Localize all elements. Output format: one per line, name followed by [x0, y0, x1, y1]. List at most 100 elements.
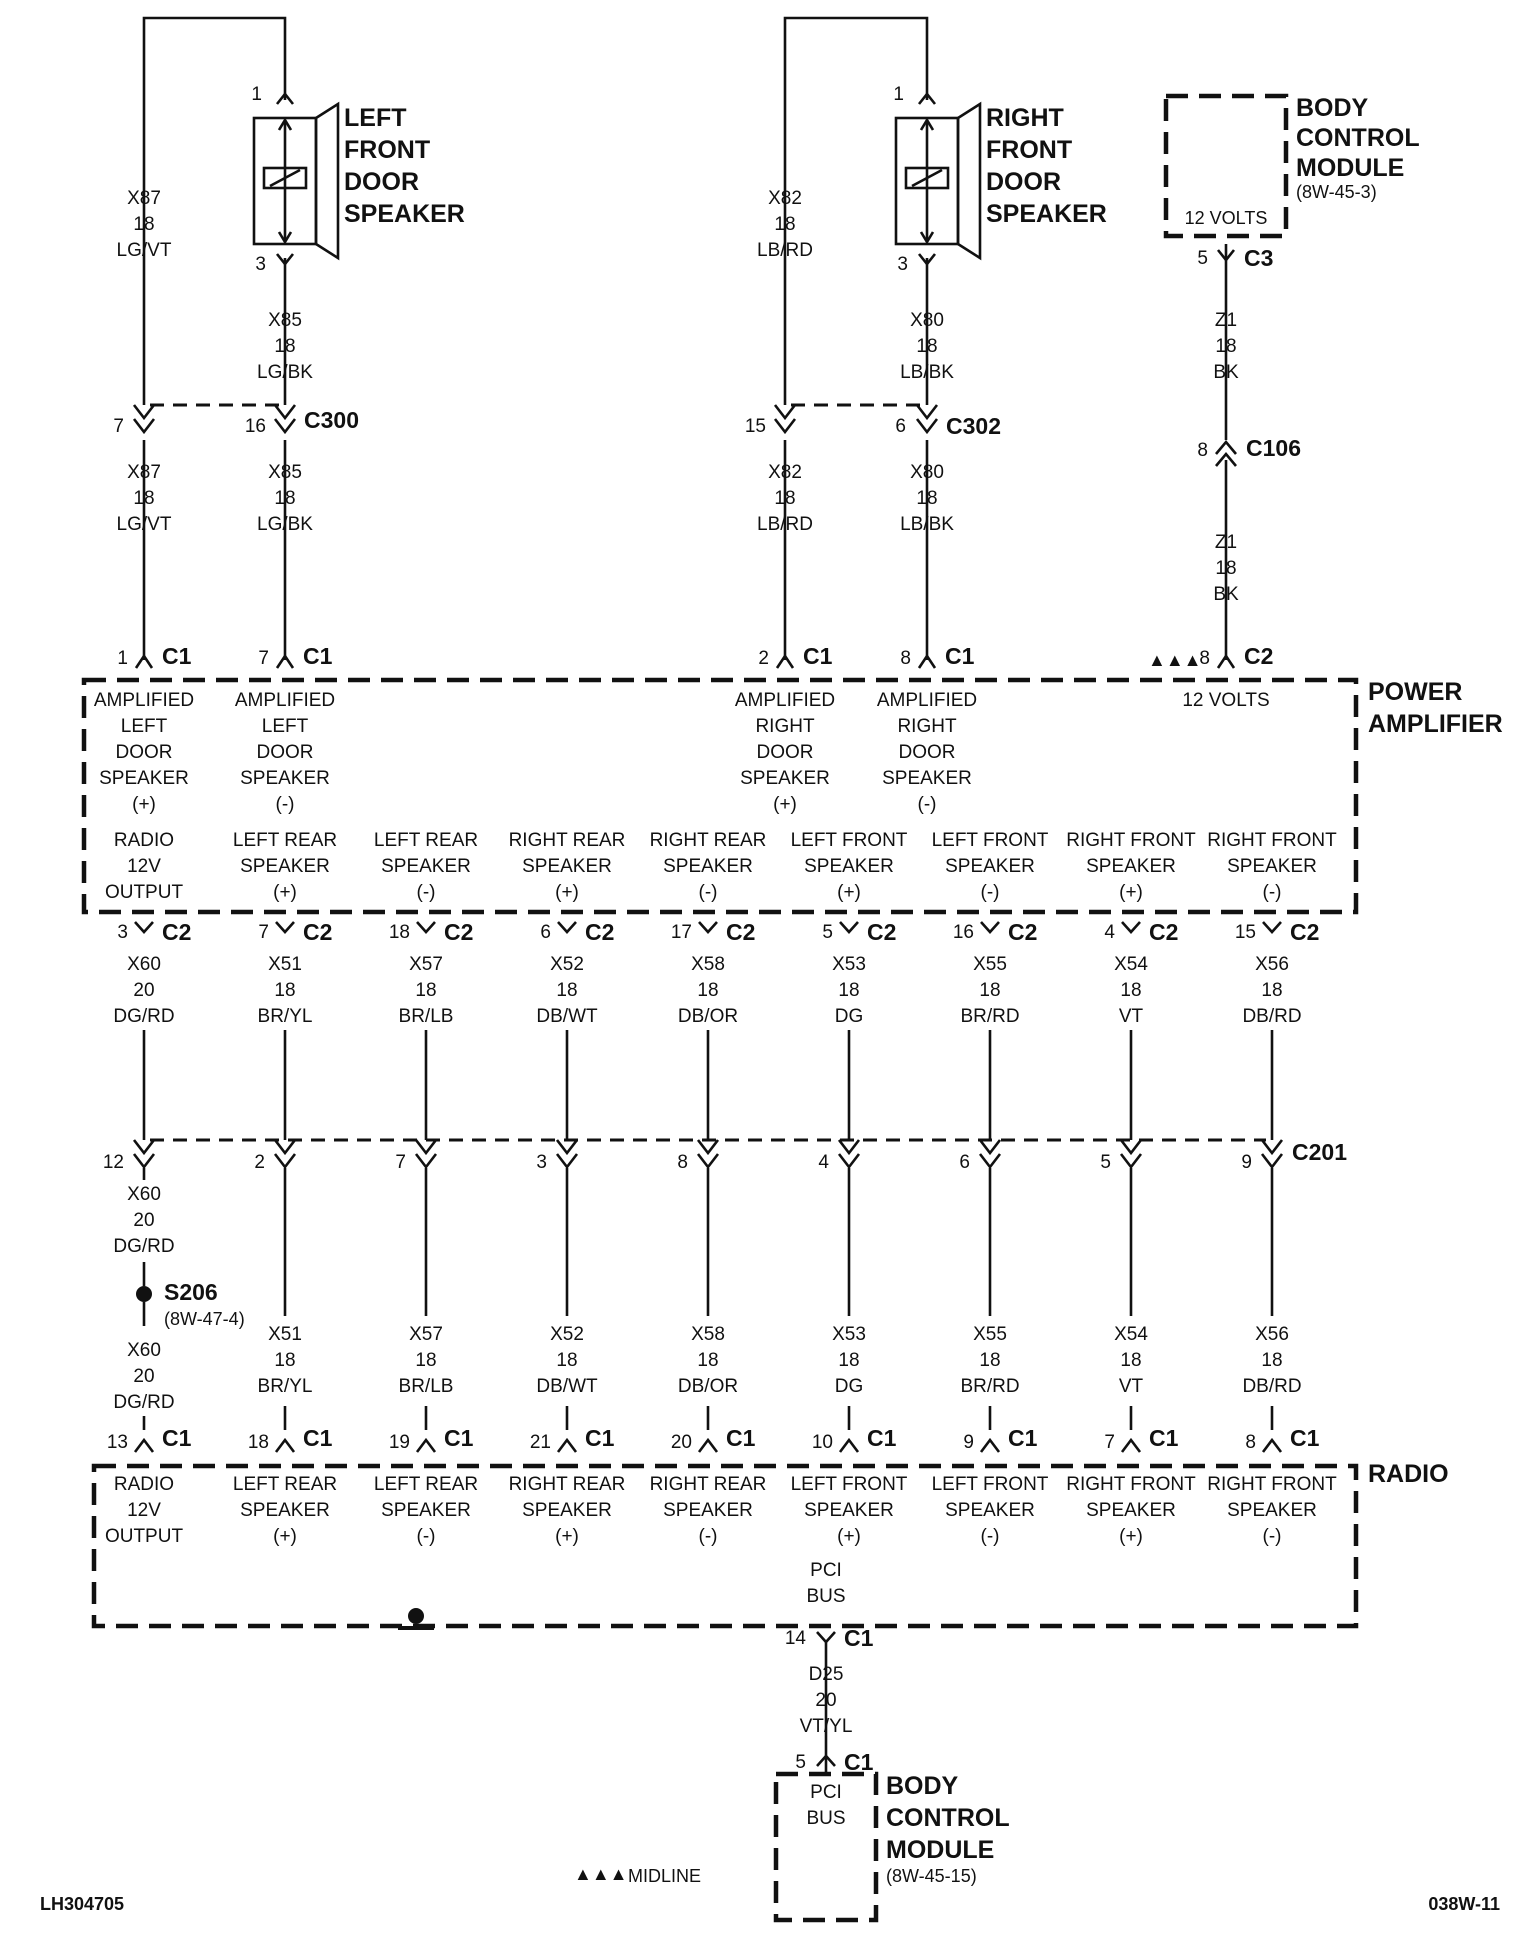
x60-upper-code: X60 [127, 1184, 161, 1205]
amp-bottom-pin-conn: C2 [1149, 919, 1178, 945]
c201-chevron [696, 1153, 720, 1170]
radio-pci-pin-marker [816, 1631, 836, 1644]
radio-pin-conn: C1 [1290, 1425, 1320, 1451]
c201-chevron [414, 1139, 438, 1156]
c201-chevron [414, 1153, 438, 1170]
radio-pin-label: RIGHT REAR [650, 1474, 767, 1495]
page-ref: 038W-11 [1428, 1894, 1500, 1914]
amp-bottom-pin-label: SPEAKER [804, 856, 894, 877]
amp-title-2: AMPLIFIER [1368, 710, 1503, 738]
wire-x80-bot-color: LB/BK [900, 514, 954, 535]
c201-chevron [1119, 1153, 1143, 1170]
radio-pin-marker [1120, 1437, 1142, 1453]
c201-chevron [273, 1153, 297, 1170]
s206-splice-dot [136, 1286, 152, 1302]
radio-pin-marker [1261, 1437, 1283, 1453]
radio-pin-conn: C1 [726, 1425, 756, 1451]
wire-z1-top-gauge: 18 [1215, 336, 1236, 357]
radio-pin-label: RADIO [114, 1474, 174, 1495]
wire-x80-bot-gauge: 18 [916, 488, 937, 509]
wire-x80-top-gauge: 18 [916, 336, 937, 357]
midline-legend-symbol: ▲▲▲ [574, 1864, 627, 1884]
wire-x82-top-color: LB/RD [757, 240, 813, 261]
wire-z1-top-code: Z1 [1215, 310, 1237, 331]
radio-pin-label: SPEAKER [945, 1500, 1035, 1521]
amp-bottom-pin-label: (+) [837, 882, 861, 903]
bcm-bottom-inner-1: PCI [810, 1782, 842, 1803]
low-wire-label: X52 [550, 1324, 584, 1345]
low-wire-label: 18 [556, 1350, 577, 1371]
amp-top-pin-label: SPEAKER [740, 768, 830, 789]
radio-title: RADIO [1368, 1460, 1449, 1488]
radio-pci-pin: 14 [785, 1628, 807, 1649]
amp-bottom-pin-conn: C2 [726, 919, 755, 945]
wire-x82-top-gauge: 18 [774, 214, 795, 235]
amp-bottom-pin-label: LEFT FRONT [791, 830, 908, 851]
c201-pin-number: 6 [959, 1152, 970, 1173]
wire-x82-bot-gauge: 18 [774, 488, 795, 509]
wire-x85-bot-color: LG/BK [257, 514, 313, 535]
amp-bottom-pin-label: RIGHT REAR [650, 830, 767, 851]
radio-pin-number: 9 [963, 1432, 974, 1453]
low-wire-label: DB/RD [1242, 1376, 1301, 1397]
amp-bottom-pin-conn: C2 [162, 919, 191, 945]
bcm-top-ref: (8W-45-3) [1296, 182, 1377, 202]
bcm-bottom-pin: 5 [795, 1752, 806, 1773]
low-wire-label: 18 [697, 1350, 718, 1371]
bcm-top-pin-marker [1216, 249, 1236, 263]
radio-pin-conn: C1 [867, 1425, 897, 1451]
amp-bottom-pin-marker [980, 921, 1000, 934]
mid-wire-label: DB/RD [1242, 1006, 1301, 1027]
radio-pin-number: 7 [1104, 1432, 1115, 1453]
left-speaker-title-1: LEFT [344, 104, 407, 132]
radio-pin-number: 8 [1245, 1432, 1256, 1453]
c201-chevron [978, 1153, 1002, 1170]
right-speaker-pin1-marker [917, 91, 937, 105]
amp-bottom-pin-label: RADIO [114, 830, 174, 851]
mid-wire-label: 18 [556, 980, 577, 1001]
amp-bottom-pin-label: RIGHT REAR [509, 830, 626, 851]
mid-wire-label: X58 [691, 954, 725, 975]
radio-pin-label: OUTPUT [105, 1526, 184, 1547]
wire-x87-bot-code: X87 [127, 462, 161, 483]
bcm-top-pin: 5 [1197, 248, 1208, 269]
doc-id: LH304705 [40, 1894, 124, 1914]
amp-top-pin-conn: C2 [1244, 643, 1273, 669]
radio-pin-marker [838, 1437, 860, 1453]
amp-bottom-pin-number: 4 [1104, 922, 1115, 943]
amp-top-pin-number: 8 [1199, 648, 1210, 669]
low-wire-label: BR/YL [258, 1376, 313, 1397]
c300-connector [132, 404, 297, 435]
radio-pin-conn: C1 [585, 1425, 615, 1451]
low-wire-label: X57 [409, 1324, 443, 1345]
amp-top-pin-conn: C1 [303, 643, 333, 669]
c201-chevron [1260, 1153, 1284, 1170]
amp-top-pin-label: (+) [132, 794, 156, 815]
pci-wire-gauge: 20 [815, 1690, 836, 1711]
amp-top-pin-label: (-) [276, 794, 295, 815]
mid-wire-label: BR/YL [258, 1006, 313, 1027]
amp-bottom-pin-label: (+) [273, 882, 297, 903]
c201-pin-number: 12 [103, 1152, 124, 1173]
radio-pin-number: 19 [389, 1432, 410, 1453]
low-wire-label: 18 [1120, 1350, 1141, 1371]
bcm-top-title-3: MODULE [1296, 154, 1404, 182]
mid-wire-label: X52 [550, 954, 584, 975]
c201-chevron [273, 1139, 297, 1156]
amp-bottom-pin-label: RIGHT FRONT [1207, 830, 1337, 851]
mid-wire-label: 18 [274, 980, 295, 1001]
c201-pin-number: 5 [1100, 1152, 1111, 1173]
wire-x85-bot-gauge: 18 [274, 488, 295, 509]
radio-pin-label: SPEAKER [1086, 1500, 1176, 1521]
low-wire-label: BR/LB [399, 1376, 454, 1397]
radio-pin-label: 12V [127, 1500, 161, 1521]
radio-pin-marker [415, 1437, 437, 1453]
mid-wire-label: DG/RD [113, 1006, 174, 1027]
radio-pin-label: (-) [1263, 1526, 1282, 1547]
bcm-bottom-conn: C1 [844, 1749, 874, 1775]
amp-bottom-pin-label: LEFT FRONT [932, 830, 1049, 851]
mid-wire-label: 18 [838, 980, 859, 1001]
c201-pin-number: 8 [677, 1152, 688, 1173]
amp-bottom-pin-label: (-) [417, 882, 436, 903]
